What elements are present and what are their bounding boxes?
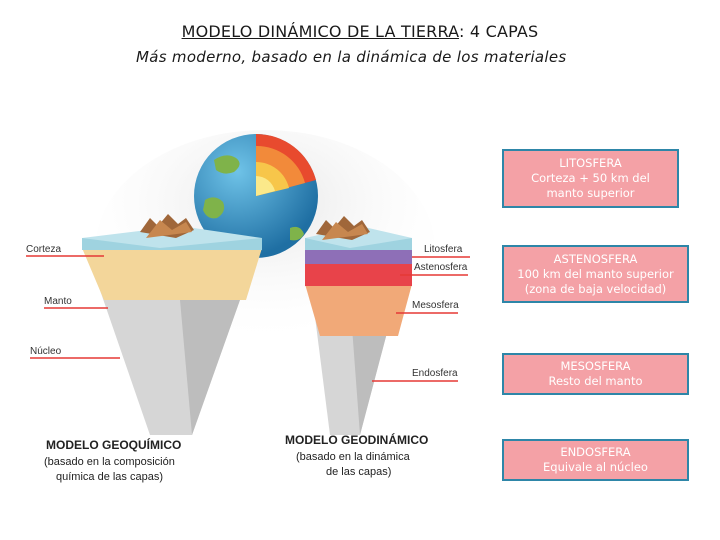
label-mesosfera: Mesosfera [412,300,459,311]
page-subtitle: Más moderno, basado en la dinámica de lo… [136,48,567,66]
caption-geoquimico-line1: (basado en la composición [44,456,175,468]
info-box-mesosfera-line1: Resto del manto [548,374,643,388]
info-box-mesosfera: MESOSFERA Resto del manto [502,353,689,395]
info-box-endosfera: ENDOSFERA Equivale al núcleo [502,439,689,481]
caption-geodinamico-line2: de las capas) [326,466,391,478]
info-box-endosfera-title: ENDOSFERA [560,445,631,459]
right-labels: Litosfera Astenosfera Mesosfera Endosfer… [372,244,470,382]
label-litosfera: Litosfera [424,244,463,255]
title-main-underlined: MODELO DINÁMICO DE LA TIERRA [181,22,460,41]
info-box-astenosfera-line1: 100 km del manto superior [517,266,674,281]
caption-geodinamico-title: MODELO GEODINÁMICO [285,432,428,447]
info-box-litosfera-title: LITOSFERA [559,156,622,170]
right-geodynamic-block [305,216,412,435]
label-astenosfera: Astenosfera [414,262,468,273]
right-caption: MODELO GEODINÁMICO (basado en la dinámic… [285,432,428,478]
info-box-astenosfera-line2: (zona de baja velocidad) [524,281,667,296]
info-box-endosfera-line1: Equivale al núcleo [543,460,648,474]
label-manto: Manto [44,296,72,307]
title-main-rest: : 4 CAPAS [459,22,539,41]
info-box-litosfera-line1: Corteza + 50 km del [531,171,650,185]
info-box-litosfera-line2: manto superior [546,186,635,200]
info-box-astenosfera: ASTENOSFERA 100 km del manto superior (z… [502,245,689,303]
caption-geoquimico-title: MODELO GEOQUÍMICO [46,437,181,452]
caption-geoquimico-line2: química de las capas) [56,471,163,483]
globe-cutaway [194,133,318,258]
info-box-astenosfera-title: ASTENOSFERA [553,251,638,266]
page-title: MODELO DINÁMICO DE LA TIERRA: 4 CAPAS [0,22,720,41]
label-corteza: Corteza [26,244,61,255]
left-caption: MODELO GEOQUÍMICO (basado en la composic… [44,437,181,483]
info-box-mesosfera-title: MESOSFERA [560,359,631,373]
info-box-litosfera: LITOSFERA Corteza + 50 km del manto supe… [502,149,679,208]
label-nucleo: Núcleo [30,346,62,357]
caption-geodinamico-line1: (basado en la dinámica [296,451,411,463]
label-endosfera: Endosfera [412,368,458,379]
left-geochemical-block [82,214,262,435]
left-labels: Corteza Manto Núcleo [26,244,120,359]
